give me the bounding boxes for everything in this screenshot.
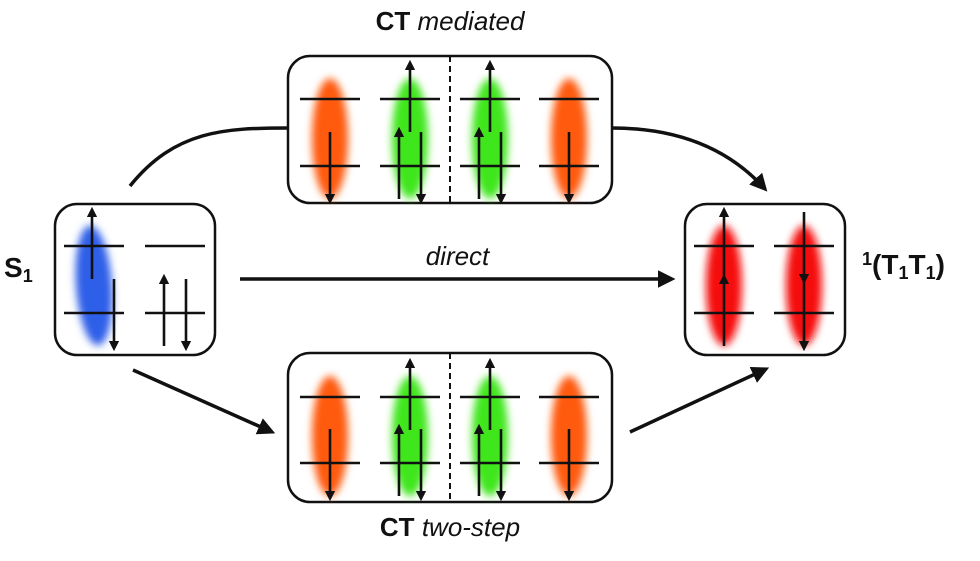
molecule	[539, 78, 599, 205]
tt-sub1: 1	[898, 263, 909, 283]
molecule	[300, 376, 360, 502]
exciton-density-ct-green	[392, 376, 428, 496]
molecule	[380, 357, 440, 502]
ct-two-step-label-bold: CT	[379, 512, 415, 542]
ct-two-step-label-italic: two-step	[421, 512, 521, 542]
molecule	[694, 206, 754, 346]
molecule	[145, 244, 205, 352]
orbital-diagrams	[64, 59, 834, 502]
ct-mediated-label-italic: mediated	[417, 6, 525, 36]
arrow-s1-to-ct-two-step	[132, 368, 276, 435]
tt-open: (T	[872, 249, 899, 280]
tt-sub2: 1	[925, 263, 936, 283]
molecule	[774, 212, 834, 352]
molecule	[460, 357, 520, 502]
pathway-arrows	[128, 126, 770, 435]
direct-label: direct	[425, 241, 490, 271]
tt-close: )	[935, 249, 945, 280]
molecule	[380, 59, 440, 205]
box-tt	[683, 202, 847, 357]
s1-state-label: S1	[4, 252, 33, 287]
orbitals-ct-two-step	[300, 357, 599, 502]
molecule	[460, 59, 520, 205]
s1-subscript: 1	[22, 266, 33, 286]
state-boxes	[53, 54, 847, 504]
ct-two-step-label: CT two-step	[0, 512, 900, 543]
arrow-ct-mediated-to-tt	[611, 126, 768, 192]
orbitals-ct-mediated	[300, 59, 599, 205]
s1-main: S	[4, 252, 23, 283]
molecule	[539, 376, 599, 502]
orbitals-initial	[64, 206, 205, 352]
molecule	[64, 206, 124, 352]
arrow-ct-two-step-to-tt	[629, 366, 770, 434]
exciton-density-ct-green	[472, 78, 508, 199]
exciton-density-ct-green	[392, 78, 428, 199]
exciton-density-ct-green	[472, 376, 508, 496]
ct-mediated-label-bold: CT	[375, 6, 411, 36]
molecule	[300, 78, 360, 205]
tt-superscript: 1	[862, 249, 873, 269]
exciton-density-singlet-blue	[75, 225, 113, 346]
tt-mid: T	[908, 249, 926, 280]
ct-mediated-label: CT mediated	[0, 6, 900, 37]
arrow-s1-to-ct-mediated	[128, 126, 289, 188]
box-s1	[53, 202, 217, 357]
tt-state-label: 1(T1T1)	[862, 249, 945, 284]
orbitals-final	[694, 206, 834, 352]
